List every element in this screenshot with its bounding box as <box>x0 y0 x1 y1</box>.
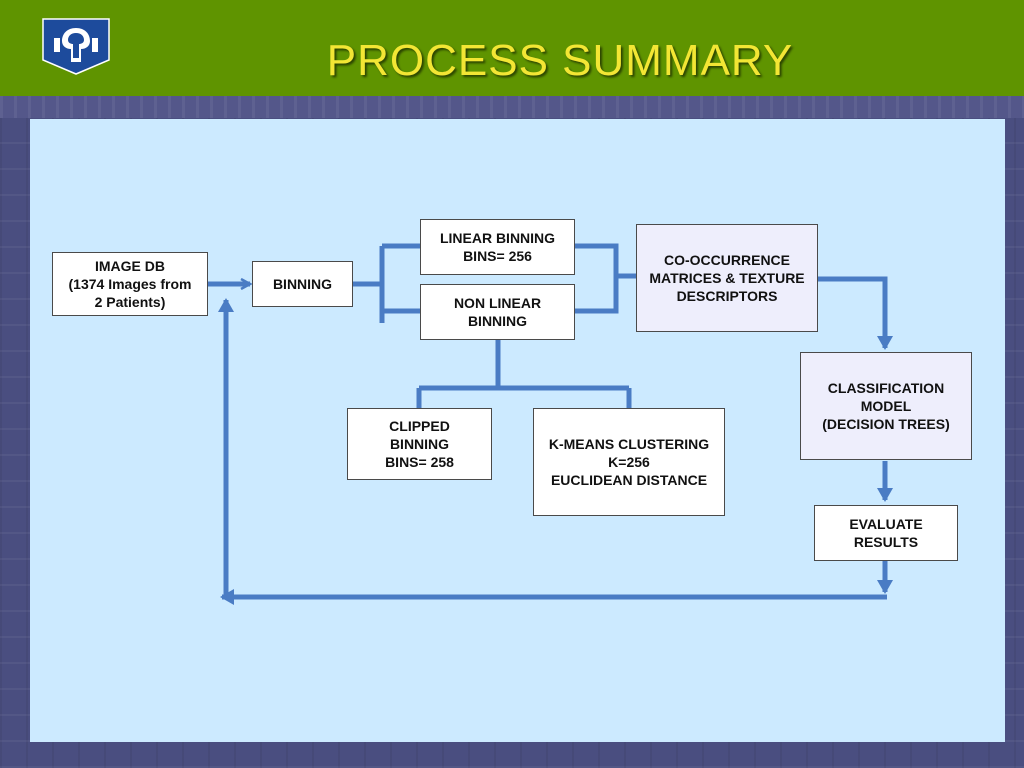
node-image-db: IMAGE DB (1374 Images from 2 Patients) <box>52 252 208 316</box>
edge-linear-merge <box>575 243 619 314</box>
node-cooccurrence: CO-OCCURRENCE MATRICES & TEXTURE DESCRIP… <box>636 224 818 332</box>
node-clipped-binning: CLIPPED BINNING BINS= 258 <box>347 408 492 480</box>
edge-cooc-class <box>818 276 893 350</box>
node-kmeans-clustering: K-MEANS CLUSTERING K=256 EUCLIDEAN DISTA… <box>533 408 725 516</box>
slide-header <box>0 0 1024 96</box>
node-evaluate-results: EVALUATE RESULTS <box>814 505 958 561</box>
node-binning: BINNING <box>252 261 353 307</box>
slide-title: PROCESS SUMMARY <box>326 36 794 85</box>
university-shield-logo <box>42 18 110 75</box>
node-classification-model: CLASSIFICATION MODEL (DECISION TREES) <box>800 352 972 460</box>
node-non-linear-binning: NON LINEAR BINNING <box>420 284 575 340</box>
header-stripe <box>0 96 1024 118</box>
node-linear-binning: LINEAR BINNING BINS= 256 <box>420 219 575 275</box>
